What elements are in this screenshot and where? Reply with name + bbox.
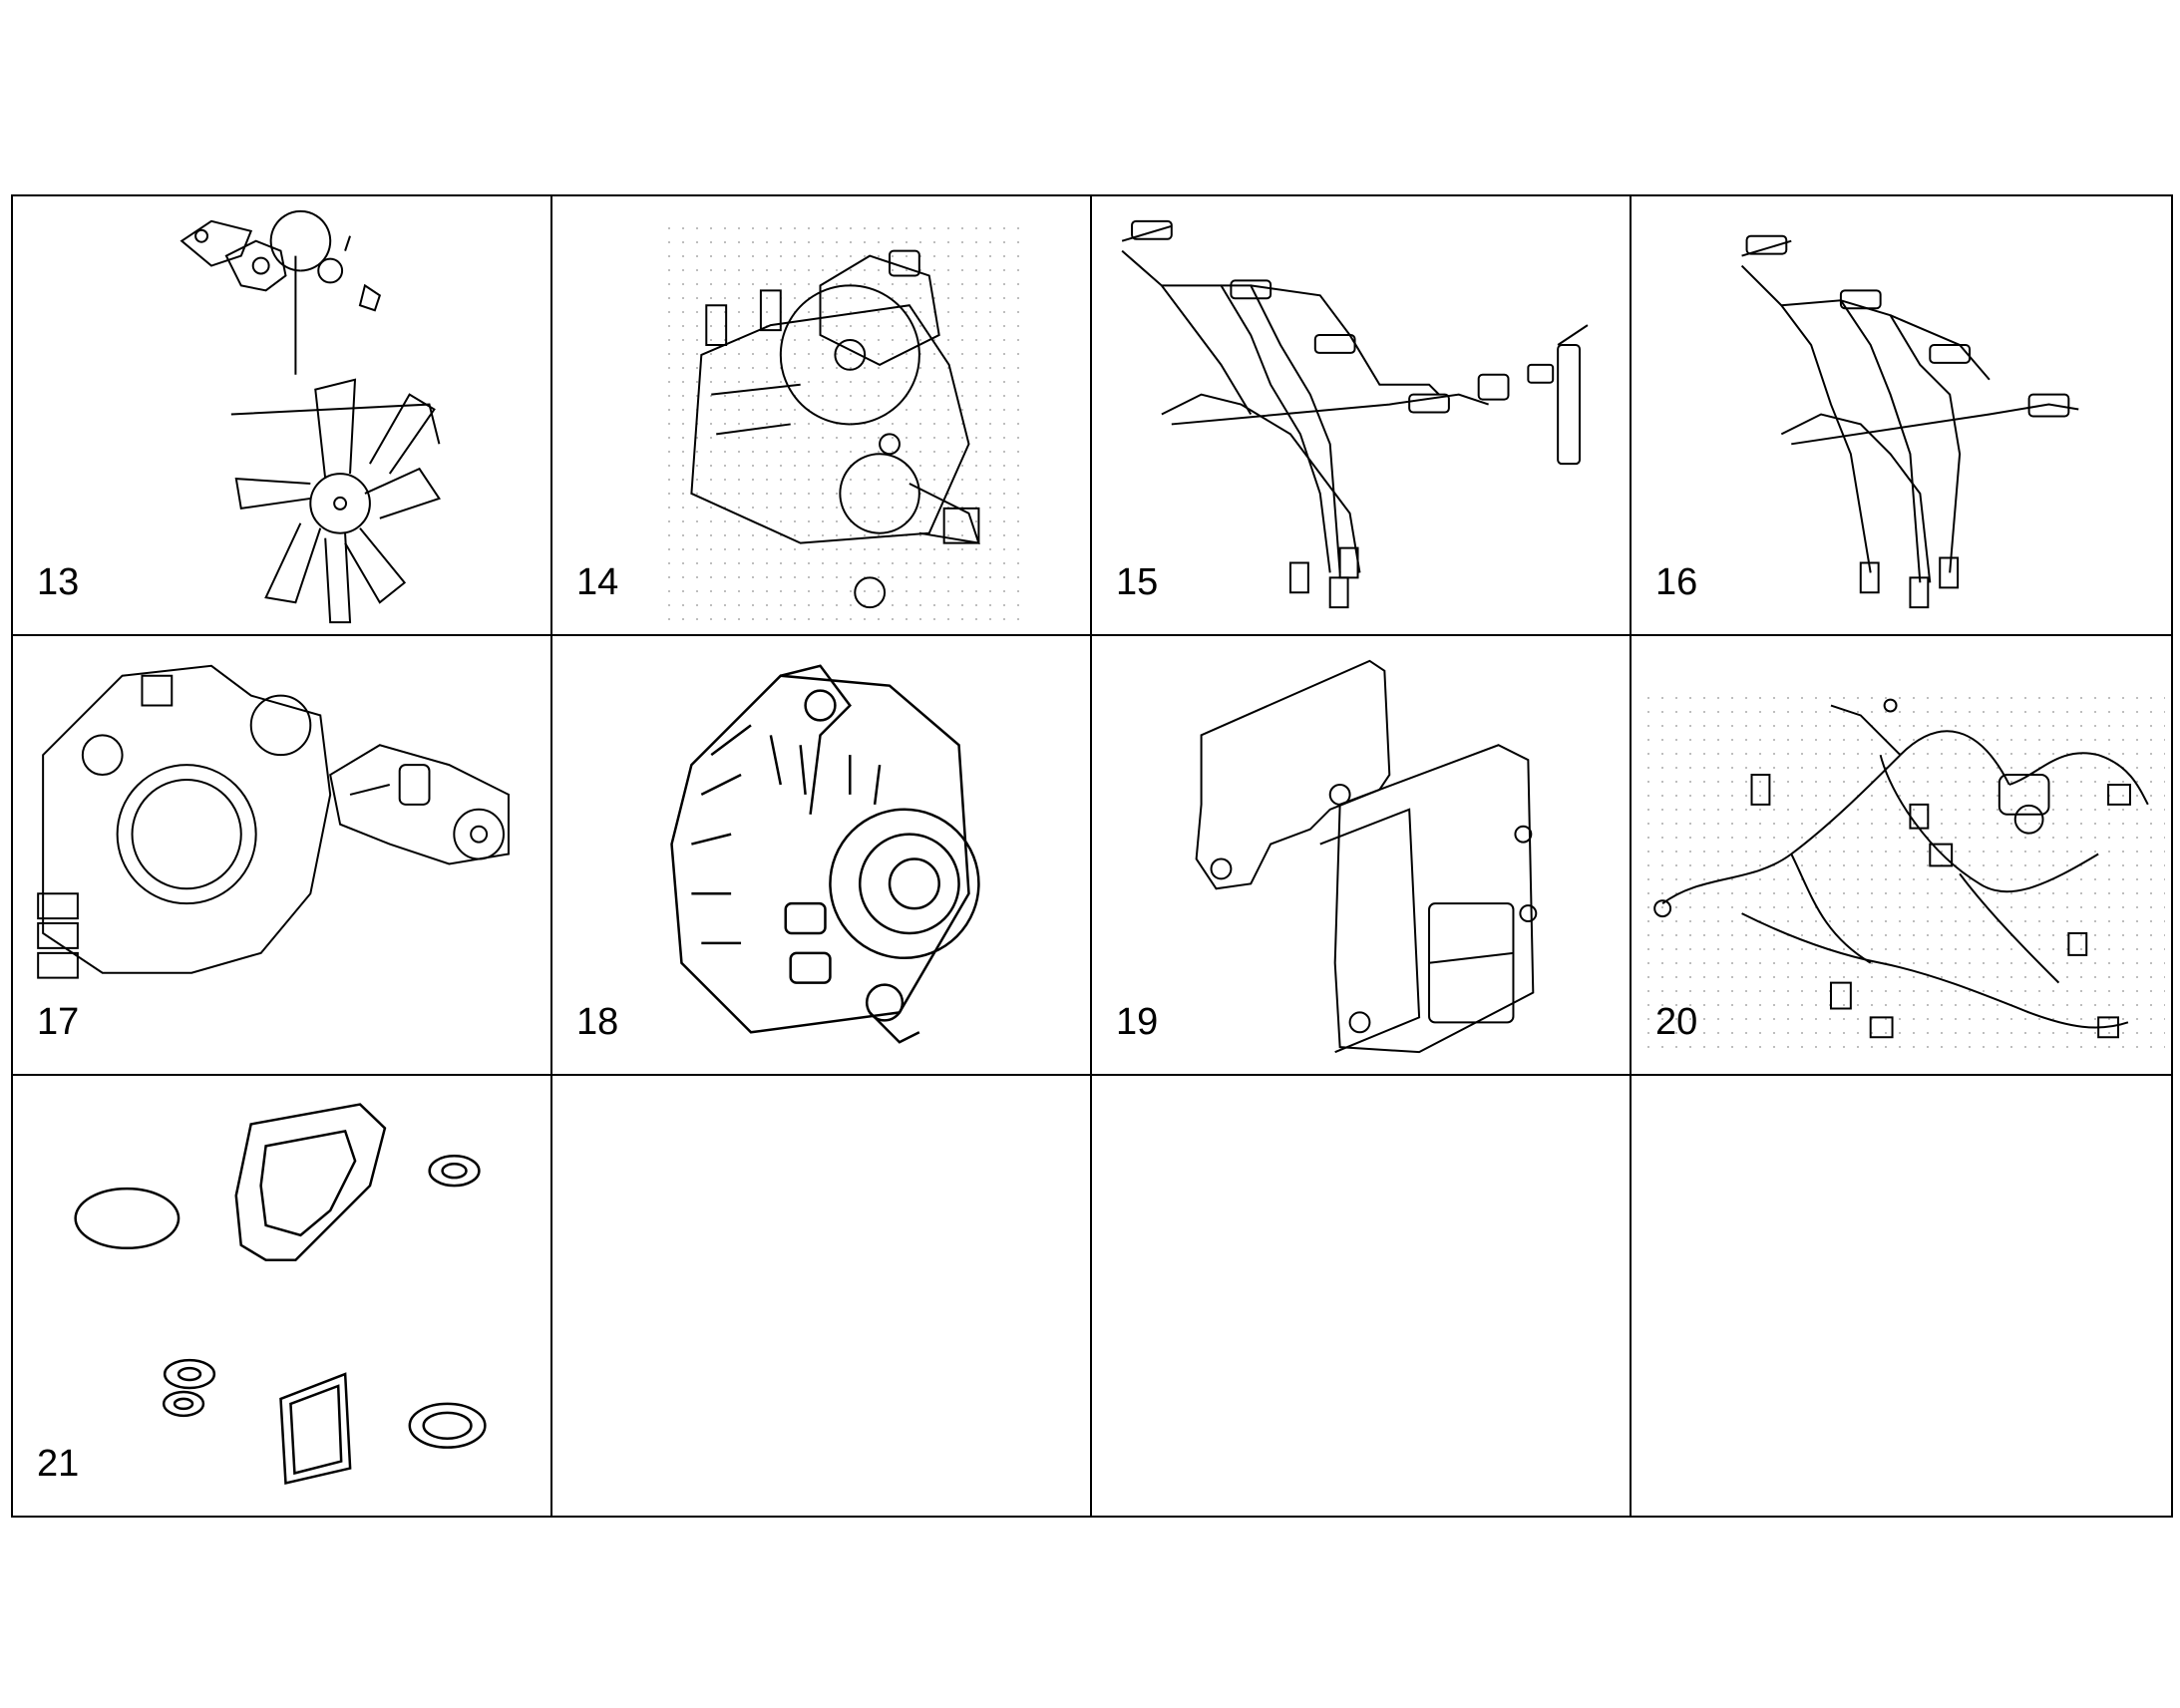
empty-cell [1632, 1076, 2171, 1516]
part-cell-21[interactable]: 21 [13, 1076, 552, 1516]
part-cell-16[interactable]: 16 [1632, 196, 2171, 636]
high-pressure-fuel-pump-icon [552, 196, 1090, 634]
empty-cell [1092, 1076, 1632, 1516]
part-number: 15 [1116, 561, 1159, 603]
parts-grid: 13 14 [11, 194, 2173, 1518]
part-cell-17[interactable]: 17 [13, 636, 552, 1076]
part-number: 14 [576, 561, 619, 603]
flywheel-housing-starter-icon [13, 636, 550, 1074]
fuel-injection-lines-icon [1092, 196, 1630, 634]
alternator-icon [552, 636, 1090, 1074]
part-number: 17 [37, 1001, 80, 1043]
ecu-bracket-icon [1092, 636, 1630, 1074]
part-number: 13 [37, 561, 80, 603]
part-cell-13[interactable]: 13 [13, 196, 552, 636]
part-number: 21 [37, 1443, 80, 1485]
water-pump-fan-assembly-icon [13, 196, 550, 634]
part-cell-14[interactable]: 14 [552, 196, 1092, 636]
part-number: 20 [1655, 1001, 1698, 1043]
fuel-injection-lines-icon [1632, 196, 2171, 634]
part-number: 19 [1116, 1001, 1159, 1043]
empty-cell [552, 1076, 1092, 1516]
part-cell-19[interactable]: 19 [1092, 636, 1632, 1076]
gasket-seal-kit-icon [13, 1076, 550, 1516]
part-number: 18 [576, 1001, 619, 1043]
part-cell-18[interactable]: 18 [552, 636, 1092, 1076]
wiring-harness-icon [1632, 636, 2171, 1074]
part-cell-15[interactable]: 15 [1092, 196, 1632, 636]
part-number: 16 [1655, 561, 1698, 603]
part-cell-20[interactable]: 20 [1632, 636, 2171, 1076]
